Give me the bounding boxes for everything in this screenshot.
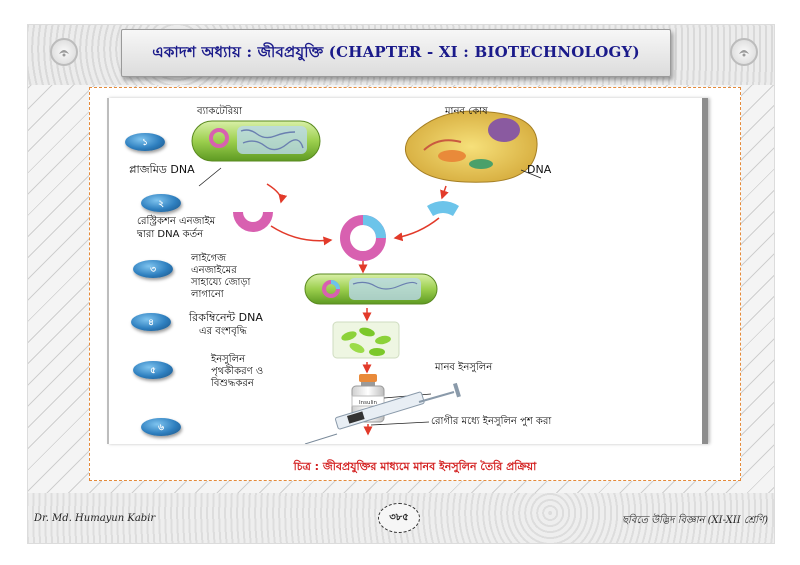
recombinant-plasmid: [340, 215, 386, 261]
human-dna-label: DNA: [527, 163, 552, 176]
step-4-badge: ৪: [131, 313, 171, 331]
step-3-badge: ৩: [133, 260, 173, 278]
step-1-badge: ১: [125, 133, 165, 151]
ligase-line-3: সাহায্যে জোড়া: [191, 277, 251, 288]
figure-card: Insulin ১ ২ ৩ ৪ ৫ ৬: [107, 98, 708, 444]
human-cell-illustration: [404, 110, 538, 183]
insulin-process-diagram: Insulin: [191, 110, 542, 444]
dna-fragment-shape: [427, 201, 459, 216]
footer-author: Dr. Md. Humayun Kabir: [34, 513, 156, 524]
slide-page: একাদশ অধ্যায় : জীবপ্রযুক্তি (CHAPTER - …: [27, 24, 775, 544]
left-seal-icon: [50, 38, 78, 66]
human-insulin-label: মানব ইনসুলিন: [435, 362, 493, 373]
restriction-line-1: রেস্ট্রিকশন এনজাইম: [137, 216, 216, 227]
insulin-line-1: ইনসুলিন: [211, 354, 246, 365]
restriction-line-2: দ্বারা DNA কর্তন: [137, 229, 204, 240]
plasmid-dna-label: প্লাজমিড DNA: [129, 163, 195, 176]
insulin-line-3: বিশুদ্ধকরন: [211, 378, 254, 389]
page-number: ৩৮৫: [378, 503, 420, 533]
syringe-illustration: [304, 382, 461, 444]
vial-label: Insulin: [359, 400, 378, 406]
insulin-line-2: পৃথকীকরণ ও: [211, 366, 264, 377]
step-5-badge: ৫: [133, 361, 173, 379]
push-insulin-label: রোগীর মধ্যে ইনসুলিন পুশ করা: [431, 416, 552, 427]
figure-frame: Insulin ১ ২ ৩ ৪ ৫ ৬: [89, 87, 741, 481]
human-cell-label: মানব কোষ: [445, 106, 488, 117]
step-6-badge: ৬: [141, 418, 181, 436]
right-seal-icon: [730, 38, 758, 66]
cut-plasmid-shape: [233, 212, 273, 233]
ligase-line-2: এনজাইমের: [191, 265, 237, 276]
bacteria-label: ব্যাকটেরিয়া: [197, 106, 242, 117]
bacterium-illustration: [191, 120, 321, 162]
footer-book-title: ছবিতে উদ্ভিদ বিজ্ঞান (XI-XII শ্রেণি): [621, 515, 768, 526]
figure-caption: চিত্র : জীবপ্রযুক্তির মাধ্যমে মানব ইনসুল…: [293, 460, 537, 473]
ligase-line-1: লাইগেজ: [191, 253, 227, 264]
recombinant-line-2: এর বংশবৃদ্ধি: [199, 326, 247, 337]
bacteria-culture: [332, 321, 400, 359]
step-2-badge: ২: [141, 194, 181, 212]
title-box: একাদশ অধ্যায় : জীবপ্রযুক্তি (CHAPTER - …: [121, 29, 671, 77]
recombinant-line-1: রিকম্বিনেন্ট DNA: [189, 311, 263, 324]
recombinant-bacterium: [304, 273, 438, 305]
ligase-line-4: লাগানো: [191, 289, 224, 300]
page-title: একাদশ অধ্যায় : জীবপ্রযুক্তি (CHAPTER - …: [152, 42, 640, 61]
